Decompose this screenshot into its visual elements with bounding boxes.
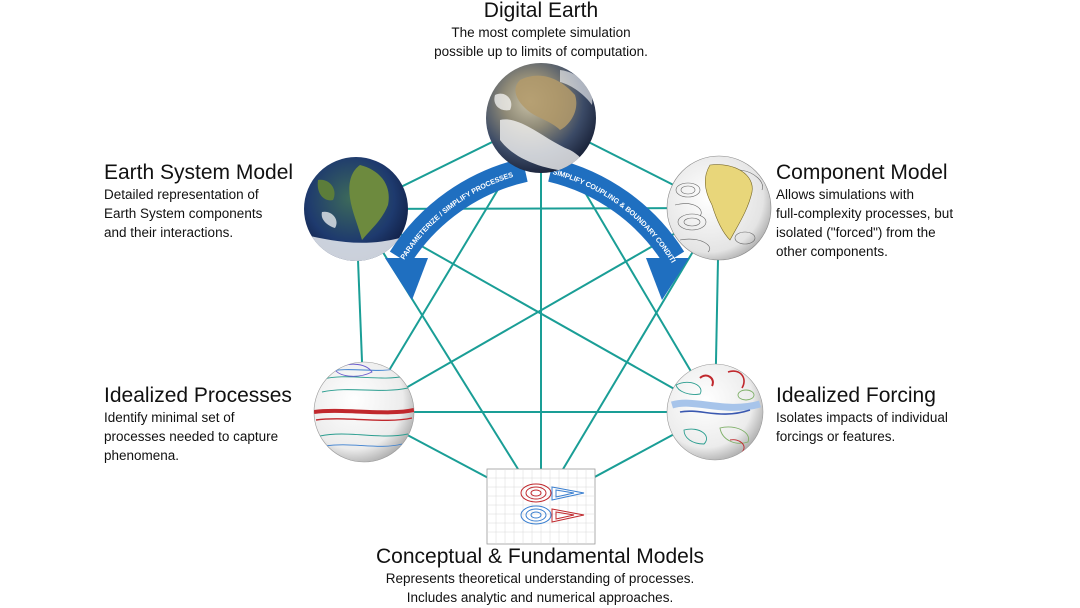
idealized-forcing-description: Isolates impacts of individual forcings …	[776, 410, 948, 444]
component-model-description: Allows simulations with full-complexity …	[776, 187, 954, 259]
connector-earth-system-to-component	[355, 207, 720, 210]
idealized-forcing-label: Idealized Forcing Isolates impacts of in…	[776, 384, 986, 446]
connector-component-to-conceptual	[540, 207, 720, 507]
digital-earth-title: Digital Earth	[483, 0, 599, 22]
digital-earth-description: The most complete simulation possible up…	[434, 25, 648, 59]
conceptual-description: Represents theoretical understanding of …	[385, 571, 695, 605]
component-model-title: Component Model	[776, 161, 948, 184]
idealized-forcing-globe	[666, 363, 764, 461]
earth-system-description: Detailed representation of Earth System …	[104, 187, 263, 240]
earth-system-title: Earth System Model	[104, 161, 294, 184]
right-arrow	[548, 158, 689, 300]
digital-earth-label: Digital Earth The most complete simulati…	[380, 0, 702, 61]
idealized-processes-description: Identify minimal set of processes needed…	[104, 410, 279, 463]
conceptual-title: Conceptual & Fundamental Models	[375, 545, 705, 568]
conceptual-model-panel	[486, 468, 596, 545]
left-arrow	[385, 158, 528, 300]
connector-lines	[355, 117, 720, 507]
earth-system-label: Earth System Model Detailed representati…	[104, 161, 309, 242]
component-model-label: Component Model Allows simulations with …	[776, 161, 986, 261]
connector-earth-system-to-conceptual	[355, 208, 542, 507]
conceptual-label: Conceptual & Fundamental Models Represen…	[330, 545, 750, 607]
digital-earth-globe	[486, 63, 596, 173]
component-model-globe	[666, 155, 772, 261]
idealized-processes-globe	[313, 361, 415, 463]
idealized-processes-label: Idealized Processes Identify minimal set…	[104, 384, 309, 465]
idealized-processes-title: Idealized Processes	[104, 384, 292, 407]
idealized-forcing-title: Idealized Forcing	[776, 384, 936, 407]
